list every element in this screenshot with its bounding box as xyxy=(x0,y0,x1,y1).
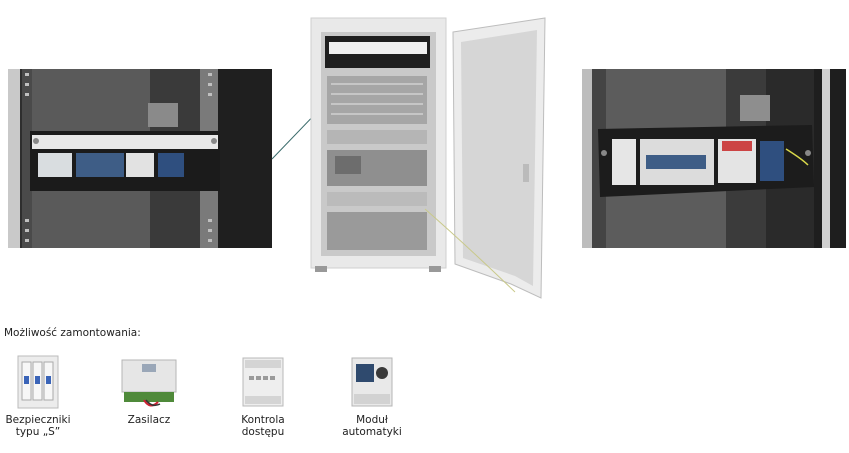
module-label-line2: typu „S” xyxy=(15,426,61,438)
module-access-control: Kontrola dostępu xyxy=(227,354,299,438)
module-label-line1: Kontrola xyxy=(241,414,285,426)
access-control-icon xyxy=(242,357,284,407)
module-label-line1: Zasilacz xyxy=(127,414,171,426)
module-label-line1: Moduł xyxy=(356,414,388,426)
power-supply-icon xyxy=(121,359,177,407)
module-label-line2: dostępu xyxy=(241,426,285,438)
module-power-supply: Zasilacz xyxy=(112,354,186,426)
mounting-options-caption: Możliwość zamontowania: xyxy=(4,327,141,339)
module-label-line1: Bezpieczniki xyxy=(5,414,71,426)
right-rack-detail-photo xyxy=(582,69,846,248)
module-automation: Moduł automatyki xyxy=(334,354,410,438)
circuit-breakers-icon xyxy=(17,355,59,409)
automation-module-icon xyxy=(351,357,393,407)
module-circuit-breakers: Bezpieczniki typu „S” xyxy=(2,354,74,438)
rack-cabinet-illustration xyxy=(305,14,550,304)
module-label-line2: automatyki xyxy=(342,426,402,438)
left-rack-detail-photo xyxy=(8,69,272,248)
